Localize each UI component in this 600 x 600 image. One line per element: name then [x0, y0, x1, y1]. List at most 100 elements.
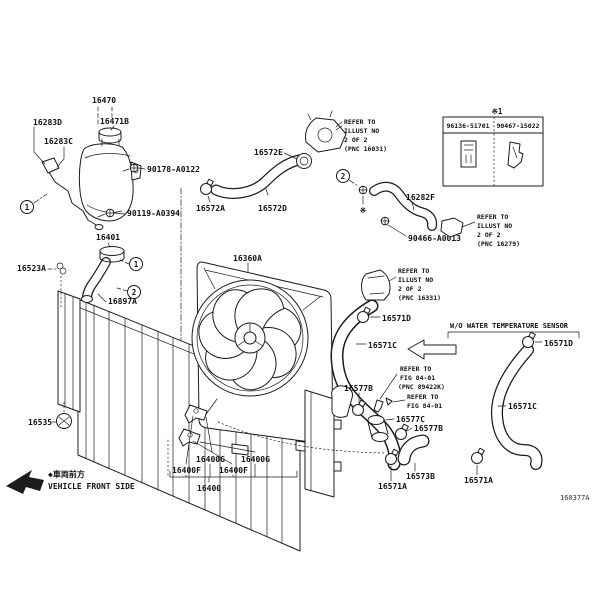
- marker-1: 1: [25, 203, 30, 212]
- front-direction-arrow-icon: [6, 470, 44, 494]
- callout-16572E: 16572E: [254, 148, 283, 157]
- hose-clamp-icon: [395, 423, 409, 440]
- pipe-end-icon: [331, 385, 353, 418]
- nut-icon: [129, 163, 139, 173]
- note-fig8401a-l3: (PNC 89422K): [398, 383, 445, 391]
- callout-16573B: 16573B: [406, 472, 435, 481]
- hose-clamp-icon: [522, 331, 536, 348]
- marker-2: 2: [341, 172, 346, 181]
- reserve-cap-icon: [98, 127, 122, 137]
- note-illust-16031-l4: (PNC 16031): [344, 145, 387, 153]
- note-illust-16031-l3: 2 OF 2: [344, 136, 368, 144]
- callout-16283D: 16283D: [33, 118, 62, 127]
- hose-clamp-icon: [471, 447, 485, 464]
- reference-mark: ※: [360, 206, 367, 215]
- callout-16400G: 16400G: [241, 455, 270, 464]
- callout-16571C: 16571C: [508, 402, 537, 411]
- callout-16577C: 16577C: [396, 415, 425, 424]
- figure-code: 160377A: [560, 494, 590, 502]
- note-illust-16279-l4: (PNC 16279): [477, 240, 520, 248]
- filler-group: 16401 1 2 16897A 16523A: [17, 233, 143, 309]
- callout-16571D: 16571D: [544, 339, 573, 348]
- callout-16400: 16400: [197, 484, 221, 493]
- water-inlet-housing: [361, 269, 391, 301]
- vehicle-front-marker: ◆車両前方 VEHICLE FRONT SIDE: [6, 469, 135, 494]
- bolt-icon: [105, 208, 115, 218]
- right-hose-group: W/O WATER TEMPERATURE SENSOR 16571D 1657…: [447, 322, 580, 485]
- front-note-jp: ◆車両前方: [48, 469, 85, 479]
- callout-16400F: 16400F: [172, 466, 201, 475]
- bypass-pipe-group: 16577B 16577C 16577B 16573B 16571A REFER…: [331, 365, 445, 491]
- pump-stub-icon: [440, 217, 464, 238]
- marker-bolt-group: 2 ※: [336, 169, 368, 215]
- clip-variant-icon: [507, 141, 524, 169]
- bolt-icon: [358, 185, 368, 195]
- callout-16571D: 16571D: [382, 314, 411, 323]
- note-fig8401a-l1: REFER TO: [400, 365, 431, 373]
- note-fig8401b-l2: FIG 84-01: [407, 402, 442, 410]
- reserve-tank-group: 16470 16471B 16283D 16283C 90178-A0122 9…: [20, 96, 200, 230]
- callout-16535: 16535: [28, 418, 52, 427]
- outlet-hose-group: REFER TO ILLUST NO 2 OF 2 (PNC 16031) 16…: [196, 110, 387, 213]
- marker-circle-2: [127, 285, 141, 299]
- note-fig8401a-l2: FIG 84-01: [400, 374, 435, 382]
- note-illust-16331-l1: REFER TO: [398, 267, 429, 275]
- radiator-right-tank: [304, 389, 342, 498]
- callout-16400G: 16400G: [196, 455, 225, 464]
- note-fig8401b-l1: REFER TO: [407, 393, 438, 401]
- callout-90466-A0013: 90466-A0013: [408, 234, 461, 243]
- variant-heading: W/O WATER TEMPERATURE SENSOR: [450, 322, 569, 330]
- callout-16470: 16470: [92, 96, 116, 105]
- callout-16571A: 16571A: [378, 482, 407, 491]
- marker-circle-2: [336, 169, 350, 183]
- table-col2-part: 90467-15022: [496, 122, 539, 130]
- marker-1: 1: [134, 260, 139, 269]
- bypass-pipe-icon: [367, 415, 385, 425]
- table-col1-part: 96136-51701: [446, 122, 489, 130]
- water-outlet-housing: [305, 117, 347, 153]
- marker-2: 2: [132, 288, 137, 297]
- sensor-icon: [373, 399, 384, 413]
- note-illust-16279-l2: ILLUST NO: [477, 222, 512, 230]
- callout-16282F: 16282F: [406, 193, 435, 202]
- callout-16360A: 16360A: [233, 254, 262, 263]
- callout-16571A: 16571A: [464, 476, 493, 485]
- callout-16577B: 16577B: [414, 424, 443, 433]
- clip-icon: [56, 262, 64, 270]
- marker-circle-1: [129, 257, 143, 271]
- callout-90178-A0122: 90178-A0122: [147, 165, 200, 174]
- note-illust-16031-l2: ILLUST NO: [344, 127, 379, 135]
- front-note-en: VEHICLE FRONT SIDE: [48, 482, 135, 491]
- mounting-bracket-group: 16400G 16400G 16400F 16400F 16400: [167, 404, 385, 493]
- bracket-icon: [184, 404, 208, 424]
- callout-16283C: 16283C: [44, 137, 73, 146]
- callout-16897A: 16897A: [108, 297, 137, 306]
- callout-16572D: 16572D: [258, 204, 287, 213]
- callout-16400F: 16400F: [219, 466, 248, 475]
- fan-shroud-group: 16360A: [189, 254, 334, 456]
- bolt-icon: [380, 216, 390, 226]
- table-ref-mark: ※1: [492, 107, 503, 116]
- left-arrow-icon: [407, 339, 457, 360]
- note-illust-16279-l3: 2 OF 2: [477, 231, 501, 239]
- radiator-left-tank: [57, 290, 81, 413]
- note-illust-16279-l1: REFER TO: [477, 213, 508, 221]
- variant-table: ※1 96136-51701 90467-15022: [442, 107, 544, 187]
- callout-16523A: 16523A: [17, 264, 46, 273]
- marker-circle-1: [20, 200, 34, 214]
- grommet-16535: 16535: [28, 399, 72, 429]
- note-illust-16031-l1: REFER TO: [344, 118, 375, 126]
- callout-90119-A0394: 90119-A0394: [127, 209, 180, 218]
- bypass-hose-group: 16282F 90466-A0013 REFER TO ILLUST NO 2 …: [369, 181, 520, 248]
- radiator-cap-icon: [99, 246, 125, 256]
- callout-16471B: 16471B: [100, 117, 129, 126]
- callout-16571C: 16571C: [368, 341, 397, 350]
- clip-icon: [385, 397, 393, 406]
- note-illust-16331-l2: ILLUST NO: [398, 276, 433, 284]
- callout-16577B: 16577B: [344, 384, 373, 393]
- note-illust-16331-l3: 2 OF 2: [398, 285, 422, 293]
- variant-arrow: [407, 339, 457, 360]
- hose-ring-icon: [296, 153, 312, 169]
